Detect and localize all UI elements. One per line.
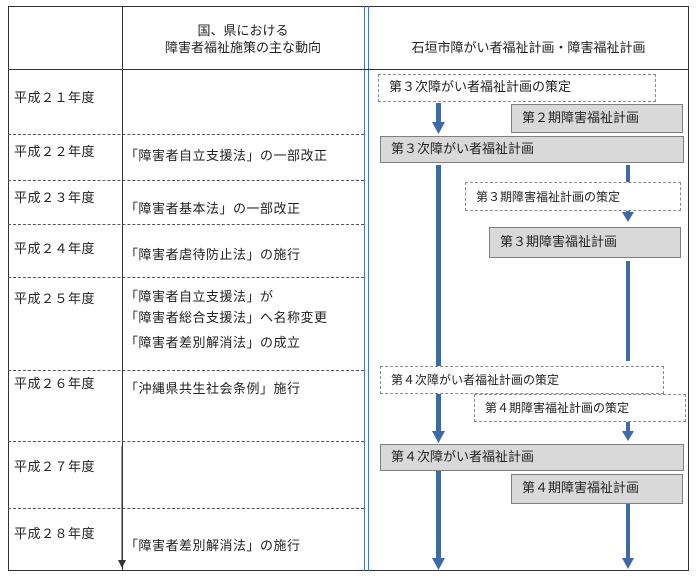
row-divider	[8, 277, 364, 278]
year-label: 平成２３年度	[14, 191, 96, 206]
year-column-divider	[122, 6, 123, 571]
year-label: 平成２１年度	[14, 91, 96, 106]
header-divider	[8, 69, 689, 70]
row-divider	[8, 370, 364, 371]
policy-item: 「障害者総合支援法」へ名称変更	[125, 311, 328, 326]
policy-item: 「沖縄県共生社会条例」施行	[125, 382, 301, 397]
plan-box: 第２期障害福祉計画	[511, 104, 683, 133]
header-line-1: 国、県における	[197, 24, 289, 39]
row-divider	[8, 441, 364, 442]
row-divider	[8, 180, 364, 181]
plan-box: 第４次障がい者福祉計画	[380, 444, 684, 471]
year-label: 平成２７年度	[14, 460, 96, 475]
year-label: 平成２６年度	[14, 377, 96, 392]
year-label: 平成２５年度	[14, 292, 96, 307]
row-divider	[8, 508, 364, 509]
policy-item: 「障害者虐待防止法」の施行	[125, 248, 301, 263]
plan-draft-box: 第４次障がい者福祉計画の策定	[380, 366, 664, 394]
table-border	[8, 6, 689, 571]
policy-item: 「障害者基本法」の一部改正	[125, 202, 301, 217]
timeline-table: 国、県における 障害者福祉施策の主な動向 石垣市障がい者福祉計画・障害福祉計画 …	[8, 6, 689, 571]
policy-item: 「障害者差別解消法」の施行	[125, 539, 301, 554]
year-label: 平成２８年度	[14, 527, 96, 542]
plan-draft-box: 第３期障害福祉計画の策定	[465, 182, 681, 211]
plan-box: 第４期障害福祉計画	[511, 474, 683, 504]
plan-box: 第３期障害福祉計画	[489, 227, 681, 258]
plan-box: 第３次障がい者福祉計画	[380, 136, 684, 163]
row-divider	[8, 224, 364, 225]
year-timeline-arrow	[118, 446, 126, 568]
row-divider	[8, 134, 364, 135]
national-policy-header: 国、県における 障害者福祉施策の主な動向	[124, 23, 362, 57]
policy-item: 「障害者自立支援法」が	[125, 290, 274, 305]
header-line-2: 障害者福祉施策の主な動向	[164, 41, 321, 56]
plan-draft-box: 第４期障害福祉計画の策定	[474, 394, 686, 422]
city-plan-header: 石垣市障がい者福祉計画・障害福祉計画	[411, 41, 646, 56]
year-label: 平成２４年度	[14, 242, 96, 257]
year-label: 平成２２年度	[14, 145, 96, 160]
plan-draft-box: 第３次障がい者福祉計画の策定	[378, 74, 656, 102]
city-column-divider	[364, 6, 369, 571]
policy-item: 「障害者差別解消法」の成立	[125, 336, 301, 351]
policy-item: 「障害者自立支援法」の一部改正	[125, 149, 328, 164]
